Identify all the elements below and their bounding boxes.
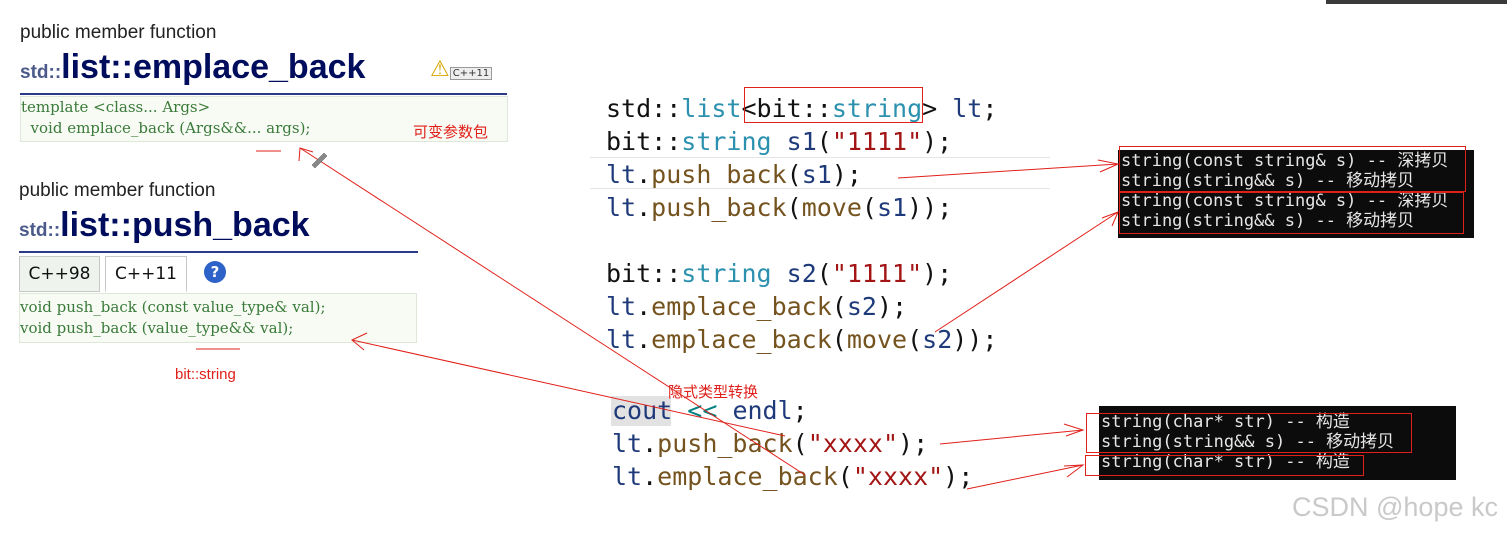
- highlight-console-2a: [1086, 413, 1412, 453]
- current-line-bottom: [590, 188, 1050, 189]
- scope-separator: ::: [109, 206, 132, 244]
- corner-thumbnail: [1326, 0, 1507, 4]
- declaration-line: template <class... Args>: [21, 98, 211, 116]
- help-icon[interactable]: ?: [204, 261, 226, 283]
- function-title-push-back: std::list::push_back: [19, 206, 310, 245]
- declaration-box: template <class... Args> void emplace_ba…: [20, 96, 508, 142]
- current-line-top: [590, 157, 1050, 158]
- console-line: string(string&& s) -- 移动拷贝: [1101, 432, 1395, 452]
- member-kind-label: public member function: [19, 180, 216, 201]
- console-line: string(const string& s) -- 深拷贝: [1121, 151, 1449, 171]
- console-line: string(char* str) -- 构造: [1101, 452, 1350, 472]
- code-line: std::list<bit::string> lt;: [606, 94, 998, 123]
- title-underline: [20, 93, 507, 95]
- code-line: cout << endl;: [612, 396, 808, 425]
- arrow-to-console-1a: [897, 163, 1119, 179]
- namespace-label: std::: [19, 220, 61, 241]
- arrow-to-console-2a: [939, 429, 1084, 445]
- code-line: lt.push_back(s1);: [606, 160, 862, 189]
- pen-cursor-icon: [311, 152, 328, 169]
- declaration-box: void push_back (const value_type& val); v…: [19, 293, 417, 343]
- arrowhead: [1063, 464, 1085, 478]
- highlight-console-1b: [1119, 192, 1464, 234]
- annotation-implicit-conversion: 隐式类型转换: [668, 384, 759, 401]
- annotation-bit-string: bit::string: [175, 366, 236, 383]
- watermark: CSDN @hope kc: [1292, 492, 1498, 522]
- arrowhead: [351, 332, 368, 351]
- arrowhead: [1101, 211, 1119, 227]
- code-block-1: std::list<bit::string> lt;bit::string s1…: [606, 92, 997, 356]
- arrow-to-emplace-back: [299, 147, 806, 476]
- selection-highlight: [611, 396, 671, 426]
- version-tabs: C++98 C++11 ?: [19, 256, 418, 292]
- highlight-console-2b: [1085, 455, 1364, 476]
- highlight-template-arg: [744, 87, 923, 123]
- member-kind-label: public member function: [20, 22, 217, 43]
- code-line: lt.push_back("xxxx");: [612, 429, 929, 458]
- warning-icon: ⚠: [430, 56, 450, 81]
- code-line: lt.push_back(move(s1));: [606, 193, 953, 222]
- function-name: emplace_back: [132, 48, 366, 86]
- namespace-label: std::: [20, 62, 62, 83]
- console-line: string(const string& s) -- 深拷贝: [1121, 191, 1449, 211]
- scope-separator: ::: [110, 48, 133, 86]
- title-underline: [19, 251, 418, 253]
- arrowhead: [1063, 423, 1085, 437]
- code-block-2: cout << endl; lt.push_back("xxxx"); lt.emp…: [612, 394, 973, 493]
- declaration-line: void push_back (value_type&& val);: [20, 319, 294, 337]
- arrow-to-console-1b: [934, 211, 1119, 333]
- highlight-console-1a: [1119, 146, 1466, 192]
- class-name: list: [61, 48, 111, 86]
- standard-badge: ⚠C++11: [430, 56, 493, 82]
- function-title-emplace-back: std::list::emplace_back: [20, 48, 365, 87]
- code-line: bit::string s1("1111");: [606, 127, 953, 156]
- console-line: string(char* str) -- 构造: [1101, 412, 1350, 432]
- code-line: bit::string s2("1111");: [606, 259, 953, 288]
- arrowhead: [298, 147, 314, 162]
- code-line: lt.emplace_back(s2);: [606, 292, 908, 321]
- console-line: string(string&& s) -- 移动拷贝: [1121, 171, 1415, 191]
- console-line: string(string&& s) -- 移动拷贝: [1121, 211, 1415, 231]
- code-line: lt.emplace_back("xxxx");: [612, 462, 974, 491]
- tab-cpp98[interactable]: C++98: [19, 256, 100, 292]
- declaration-line: void emplace_back (Args&&... args);: [21, 119, 311, 137]
- declaration-line: void push_back (const value_type& val);: [20, 298, 326, 316]
- arrow-to-console-2b: [966, 464, 1084, 490]
- arrow-to-push-back: [351, 339, 786, 437]
- cxx11-badge: C++11: [449, 67, 493, 80]
- arrowhead: [1097, 159, 1120, 173]
- class-name: list: [60, 206, 110, 244]
- tab-cpp11[interactable]: C++11: [105, 256, 187, 292]
- annotation-variadic-pack: 可变参数包: [413, 124, 489, 141]
- code-line: lt.emplace_back(move(s2));: [606, 325, 998, 354]
- function-name: push_back: [131, 206, 310, 244]
